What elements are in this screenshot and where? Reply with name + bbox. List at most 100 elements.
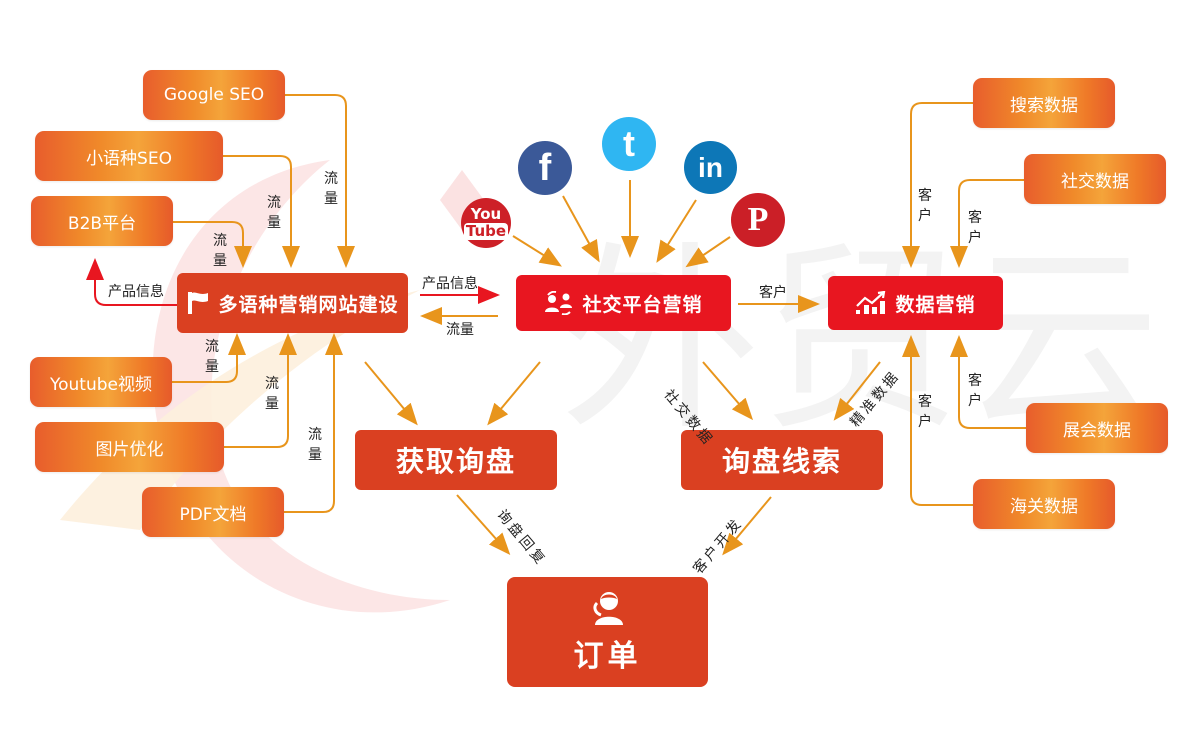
facebook-glyph: f [538, 146, 552, 189]
outcome-label: 询盘线索 [721, 445, 842, 478]
label-char: 流 [308, 427, 322, 443]
edge-exhibition-data-to-data [950, 335, 1026, 429]
label-char: 户 [968, 393, 982, 409]
source-b2b-platform: B2B平台 [31, 196, 173, 246]
outcome-order: 订单 [507, 577, 708, 687]
source-label: 展会数据 [1063, 420, 1131, 441]
hub-label: 多语种营销网站建设 [218, 293, 399, 316]
source-label: 图片优化 [95, 439, 164, 460]
chart-growth-icon [856, 291, 886, 314]
source-label: B2B平台 [67, 213, 137, 234]
label-char: 客 [918, 188, 932, 204]
label-char: 量 [213, 253, 227, 269]
twitter-icon: t [602, 117, 656, 171]
label-char: 流 [267, 195, 281, 211]
customer-service-phone-icon [592, 592, 623, 625]
linkedin-icon: in [684, 141, 737, 194]
hub-label: 社交平台营销 [582, 293, 703, 316]
youtube-icon: You Tube [461, 198, 511, 248]
edge-pdf-to-website [284, 333, 343, 513]
outcome-label: 获取询盘 [395, 445, 516, 478]
label-char: 客 [968, 210, 982, 226]
edge-search-data-to-data [902, 102, 973, 268]
label-char: 量 [308, 447, 322, 463]
label-char: 量 [324, 191, 338, 207]
source-exhibition-data: 展会数据 [1026, 403, 1168, 453]
edge-social-to-leads [702, 361, 754, 421]
edge-website-to-inquiry [364, 361, 418, 426]
label-traffic-image: 流量 [264, 374, 280, 414]
edge-data-to-leads [833, 361, 881, 421]
source-google-seo: Google SEO [143, 70, 285, 120]
edge-website-to-b2b-product-info [86, 258, 177, 306]
edge-image-to-website [224, 333, 297, 448]
label-char: 量 [205, 359, 219, 375]
label-product-info-social: 产品信息 [422, 276, 478, 292]
linkedin-glyph: in [698, 151, 723, 183]
source-image-optimization: 图片优化 [35, 422, 224, 472]
source-minor-language-seo: 小语种SEO [35, 131, 223, 181]
pinterest-icon: P [731, 193, 785, 247]
label-char: 户 [968, 230, 982, 246]
label-traffic-minor-seo: 流量 [266, 193, 282, 233]
edge-inquiry-to-order [456, 494, 511, 555]
label-customer-search: 客户 [917, 186, 933, 226]
source-customs-data: 海关数据 [973, 479, 1115, 529]
label-char: 流 [324, 171, 338, 187]
outcome-inquiry-leads: 询盘线索 [681, 430, 883, 490]
source-label: Google SEO [163, 85, 265, 105]
hub-website: 多语种营销网站建设 [177, 273, 408, 333]
source-pdf-document: PDF文档 [142, 487, 284, 537]
source-label: 小语种SEO [86, 148, 172, 169]
label-char: 户 [918, 414, 932, 430]
outcome-get-inquiry: 获取询盘 [355, 430, 557, 490]
hub-social: 社交平台营销 [516, 275, 731, 331]
edge-customs-data-to-data [902, 335, 973, 506]
edge-social-to-inquiry [487, 361, 541, 426]
label-char: 客 [918, 394, 932, 410]
youtube-icon-text: Tube [463, 222, 509, 240]
source-label: 海关数据 [1010, 496, 1078, 517]
flag-icon [188, 292, 209, 314]
label-char: 户 [918, 208, 932, 224]
edge-leads-to-order [722, 496, 772, 556]
edge-youtube-to-website [172, 333, 246, 383]
edge-linkedin-icon-to-social [656, 199, 697, 263]
youtube-icon-text: You [470, 205, 502, 223]
label-traffic-google: 流量 [323, 169, 339, 209]
facebook-icon: f [518, 141, 572, 195]
source-search-data: 搜索数据 [973, 78, 1115, 128]
label-customer-exhibition: 客户 [967, 371, 983, 411]
label-char: 流 [213, 233, 227, 249]
label-char: 量 [267, 215, 281, 231]
label-product-info-b2b: 产品信息 [108, 284, 164, 300]
source-social-data: 社交数据 [1024, 154, 1166, 204]
edge-social-data-to-data [950, 179, 1024, 268]
label-char: 量 [265, 396, 279, 412]
label-customer-social-data-src: 客户 [967, 208, 983, 248]
label-traffic-youtube: 流量 [204, 337, 220, 377]
label-traffic-b2b: 流量 [212, 231, 228, 271]
source-youtube-video: Youtube视频 [30, 357, 172, 407]
source-label: PDF文档 [179, 504, 247, 525]
pinterest-glyph: P [747, 201, 769, 238]
edge-pinterest-icon-to-social [685, 236, 731, 268]
edge-b2b-to-website [173, 221, 252, 268]
hub-data: 数据营销 [828, 276, 1003, 330]
label-customer-social-data: 客户 [759, 285, 787, 301]
source-label: Youtube视频 [50, 374, 152, 395]
label-traffic-pdf: 流量 [307, 425, 323, 465]
hub-label: 数据营销 [895, 293, 976, 316]
edge-facebook-icon-to-social [562, 195, 600, 263]
label-traffic-social: 流量 [446, 322, 474, 338]
label-customer-customs: 客户 [917, 392, 933, 432]
label-char: 客 [968, 373, 982, 389]
edge-google-seo-to-website [285, 94, 355, 268]
source-label: 社交数据 [1061, 171, 1129, 192]
label-char: 流 [205, 339, 219, 355]
twitter-glyph: t [623, 123, 635, 164]
source-label: 搜索数据 [1010, 95, 1078, 116]
edge-minor-seo-to-website [222, 155, 300, 268]
people-sync-icon [545, 291, 573, 315]
